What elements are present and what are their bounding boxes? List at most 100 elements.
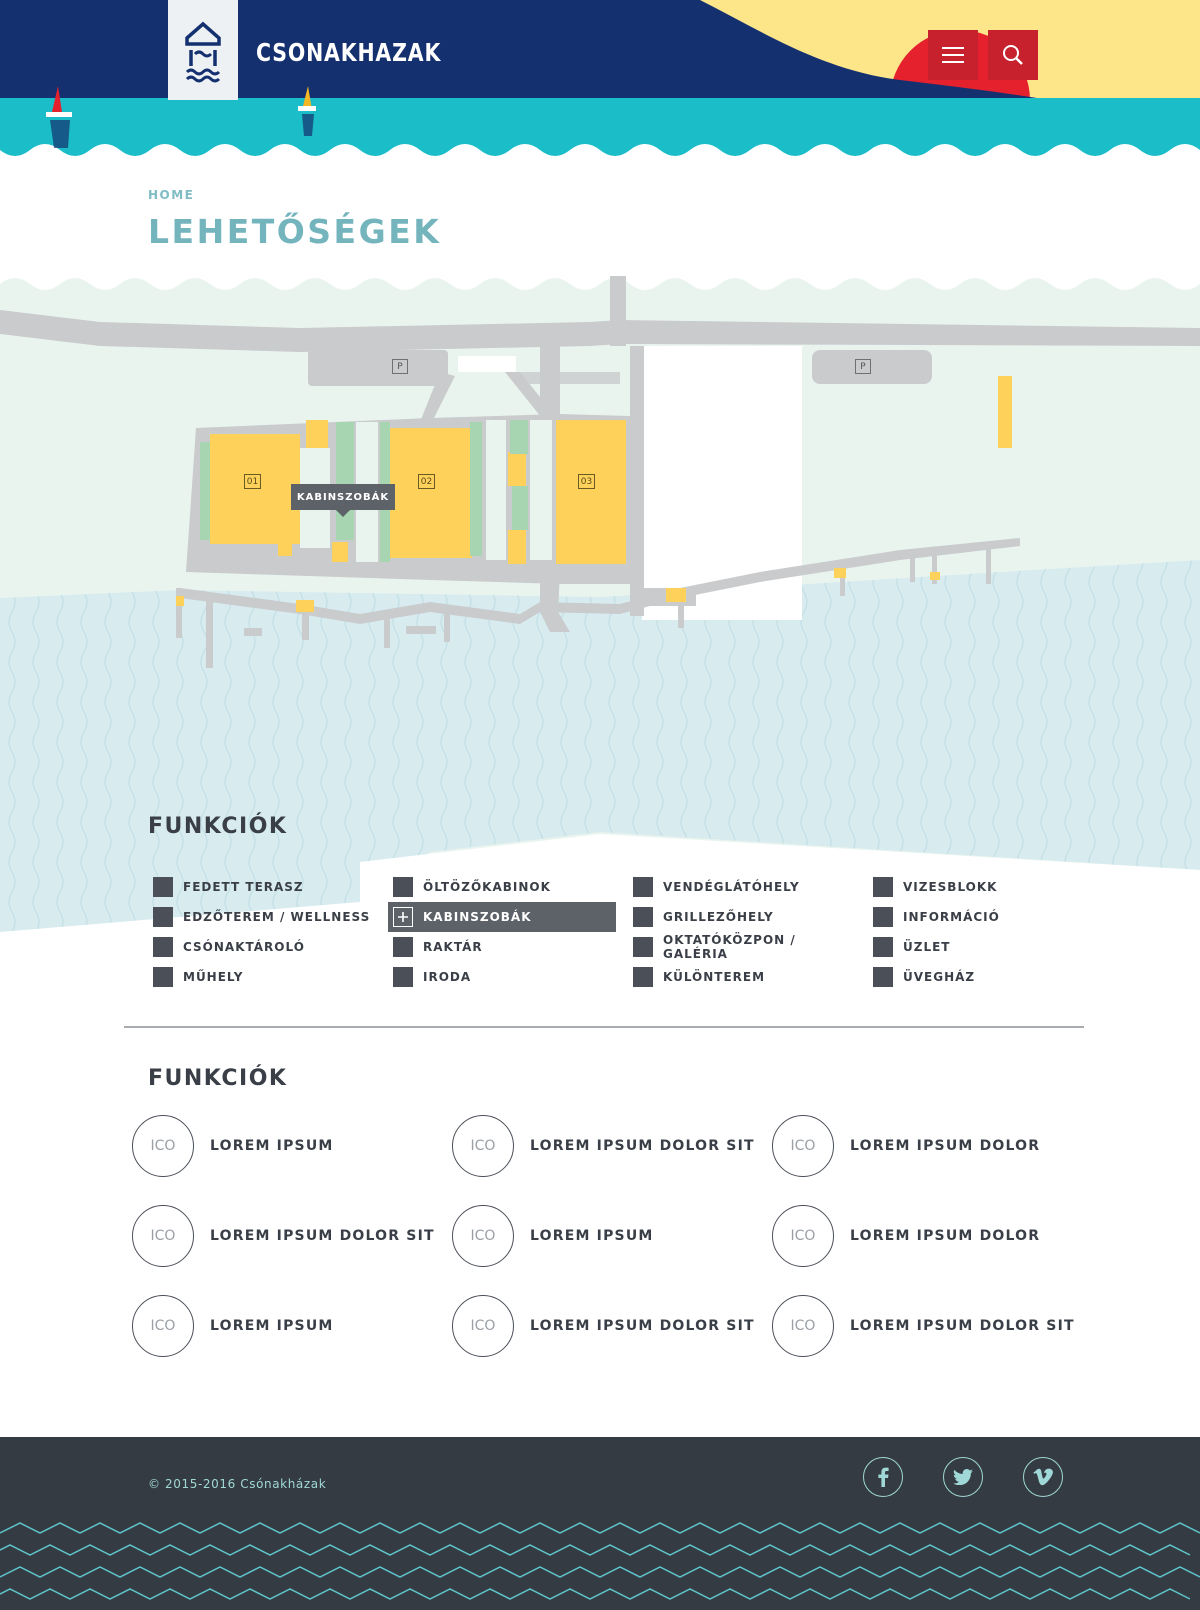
legend-swatch-icon xyxy=(393,937,413,957)
placeholder-icon: ICO xyxy=(132,1115,194,1177)
plus-icon xyxy=(393,907,413,927)
menu-button[interactable] xyxy=(928,30,978,80)
brand-name[interactable]: CSONAKHAZAK xyxy=(256,38,442,67)
placeholder-icon: ICO xyxy=(772,1115,834,1177)
building-marker-01[interactable]: 01 xyxy=(244,474,261,489)
legend-label: CSÓNAKTÁROLÓ xyxy=(183,940,305,954)
facebook-link[interactable] xyxy=(863,1457,903,1497)
placeholder-icon: ICO xyxy=(772,1205,834,1267)
building-marker-03[interactable]: 03 xyxy=(578,474,595,489)
twitter-icon xyxy=(953,1469,973,1485)
map-tooltip: KABINSZOBÁK xyxy=(291,484,395,517)
parking-marker[interactable]: P xyxy=(855,359,871,374)
legend-label: EDZŐTEREM / WELLNESS xyxy=(183,910,371,924)
legend-item[interactable]: ÖLTÖZŐKABINOK xyxy=(388,872,616,902)
legend-label: ÖLTÖZŐKABINOK xyxy=(423,880,551,894)
vimeo-icon xyxy=(1033,1468,1053,1486)
site-header: CSONAKHAZAK xyxy=(0,0,1200,165)
legend-item[interactable]: IRODA xyxy=(388,962,616,992)
legend-label: VENDÉGLÁTÓHELY xyxy=(663,880,800,894)
legend-swatch-icon xyxy=(153,937,173,957)
legend-item[interactable]: ÜVEGHÁZ xyxy=(868,962,1096,992)
legend-swatch-icon xyxy=(393,967,413,987)
legend-item[interactable]: VIZESBLOKK xyxy=(868,872,1096,902)
features-title: FUNKCIÓK xyxy=(148,1066,288,1091)
legend-label: IRODA xyxy=(423,970,472,984)
map-illustration xyxy=(0,276,1200,972)
functions-legend: FEDETT TERASZ ÖLTÖZŐKABINOK VENDÉGLÁTÓHE… xyxy=(148,872,1108,992)
placeholder-icon: ICO xyxy=(452,1115,514,1177)
feature-item[interactable]: ICO LOREM IPSUM DOLOR xyxy=(772,1115,1092,1177)
page-title: LEHETŐSÉGEK xyxy=(148,212,442,251)
legend-label: RAKTÁR xyxy=(423,940,483,954)
boathouse-logo-icon xyxy=(185,21,221,83)
legend-item[interactable]: ÜZLET xyxy=(868,932,1096,962)
legend-item[interactable]: OKTATÓKÖZPON / GALÉRIA xyxy=(628,932,856,962)
logo[interactable] xyxy=(168,0,238,100)
sailboat-right-icon xyxy=(298,86,316,136)
search-button[interactable] xyxy=(988,30,1038,80)
legend-item[interactable]: KÜLÖNTEREM xyxy=(628,962,856,992)
legend-label: MŰHELY xyxy=(183,970,244,984)
legend-item[interactable]: CSÓNAKTÁROLÓ xyxy=(148,932,376,962)
placeholder-icon: ICO xyxy=(452,1295,514,1357)
legend-label: OKTATÓKÖZPON / GALÉRIA xyxy=(663,933,796,961)
placeholder-icon: ICO xyxy=(132,1205,194,1267)
legend-swatch-icon xyxy=(153,907,173,927)
feature-item[interactable]: ICO LOREM IPSUM DOLOR SIT xyxy=(452,1115,772,1177)
legend-item-active[interactable]: KABINSZOBÁK xyxy=(388,902,616,932)
footer-waves xyxy=(0,1522,1200,1600)
legend-label: ÜZLET xyxy=(903,940,951,954)
vimeo-link[interactable] xyxy=(1023,1457,1063,1497)
legend-item[interactable]: RAKTÁR xyxy=(388,932,616,962)
legend-swatch-icon xyxy=(393,877,413,897)
legend-item[interactable]: INFORMÁCIÓ xyxy=(868,902,1096,932)
placeholder-icon: ICO xyxy=(132,1295,194,1357)
feature-item[interactable]: ICO LOREM IPSUM xyxy=(132,1115,452,1177)
legend-item[interactable]: GRILLEZŐHELY xyxy=(628,902,856,932)
legend-item[interactable]: VENDÉGLÁTÓHELY xyxy=(628,872,856,902)
twitter-link[interactable] xyxy=(943,1457,983,1497)
legend-label: FEDETT TERASZ xyxy=(183,880,304,894)
feature-label: LOREM IPSUM DOLOR SIT xyxy=(530,1318,755,1334)
legend-swatch-icon xyxy=(633,877,653,897)
legend-swatch-icon xyxy=(633,937,653,957)
breadcrumb-home[interactable]: HOME xyxy=(148,188,195,202)
section-divider xyxy=(124,1026,1084,1028)
legend-label: KABINSZOBÁK xyxy=(423,910,532,924)
legend-swatch-icon xyxy=(873,967,893,987)
parking-marker[interactable]: P xyxy=(392,359,408,374)
placeholder-icon: ICO xyxy=(772,1295,834,1357)
feature-label: LOREM IPSUM xyxy=(210,1138,334,1154)
legend-swatch-icon xyxy=(873,937,893,957)
site-footer: © 2015-2016 Csónakházak xyxy=(0,1437,1200,1610)
feature-label: LOREM IPSUM DOLOR SIT xyxy=(530,1138,755,1154)
legend-label: VIZESBLOKK xyxy=(903,880,998,894)
facebook-icon xyxy=(878,1467,889,1487)
legend-item[interactable]: MŰHELY xyxy=(148,962,376,992)
feature-label: LOREM IPSUM xyxy=(530,1228,654,1244)
hamburger-icon xyxy=(942,47,964,63)
sailboat-left-icon xyxy=(46,86,72,148)
legend-label: GRILLEZŐHELY xyxy=(663,910,774,924)
feature-item[interactable]: ICO LOREM IPSUM DOLOR SIT xyxy=(452,1295,772,1357)
feature-label: LOREM IPSUM xyxy=(210,1318,334,1334)
legend-swatch-icon xyxy=(633,907,653,927)
feature-label: LOREM IPSUM DOLOR xyxy=(850,1138,1041,1154)
search-icon xyxy=(1003,45,1023,65)
legend-item[interactable]: EDZŐTEREM / WELLNESS xyxy=(148,902,376,932)
legend-label: ÜVEGHÁZ xyxy=(903,970,976,984)
functions-legend-title: FUNKCIÓK xyxy=(148,814,288,839)
legend-swatch-icon xyxy=(873,877,893,897)
legend-swatch-icon xyxy=(633,967,653,987)
legend-item[interactable]: FEDETT TERASZ xyxy=(148,872,376,902)
building-marker-02[interactable]: 02 xyxy=(418,474,435,489)
feature-item[interactable]: ICO LOREM IPSUM xyxy=(132,1295,452,1357)
legend-label: INFORMÁCIÓ xyxy=(903,910,1000,924)
legend-label: KÜLÖNTEREM xyxy=(663,970,766,984)
legend-swatch-icon xyxy=(153,967,173,987)
